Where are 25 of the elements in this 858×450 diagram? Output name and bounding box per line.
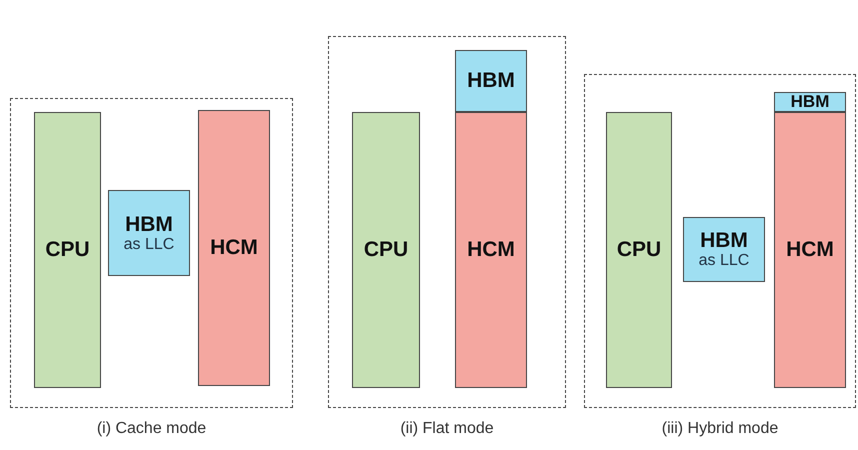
block-sublabel: as LLC <box>124 236 174 254</box>
block-label: HCM <box>786 238 834 262</box>
block-label: CPU <box>616 238 662 262</box>
memory-block <box>774 92 846 112</box>
block-label: HBM <box>790 92 830 112</box>
cache-block <box>683 217 765 282</box>
cpu-block <box>352 112 420 388</box>
block-label: HBM <box>125 212 173 236</box>
memory-block <box>455 50 527 112</box>
block-sublabel: as LLC <box>698 252 750 270</box>
memory-block <box>455 112 527 388</box>
block-label: HBM <box>700 229 748 252</box>
block-label: HBM <box>467 69 515 93</box>
panel-caption: (i) Cache mode <box>96 420 208 438</box>
cache-block <box>108 190 190 276</box>
memory-block <box>198 110 270 386</box>
cpu-block <box>34 112 101 388</box>
memory-block <box>774 112 846 388</box>
block-label: HCM <box>210 236 258 260</box>
block-label: HCM <box>467 238 515 262</box>
panel-caption: (iii) Hybrid mode <box>660 420 780 438</box>
panel-caption: (ii) Flat mode <box>399 420 495 438</box>
cpu-block <box>606 112 672 388</box>
block-label: CPU <box>364 238 408 262</box>
block-label: CPU <box>45 238 90 262</box>
